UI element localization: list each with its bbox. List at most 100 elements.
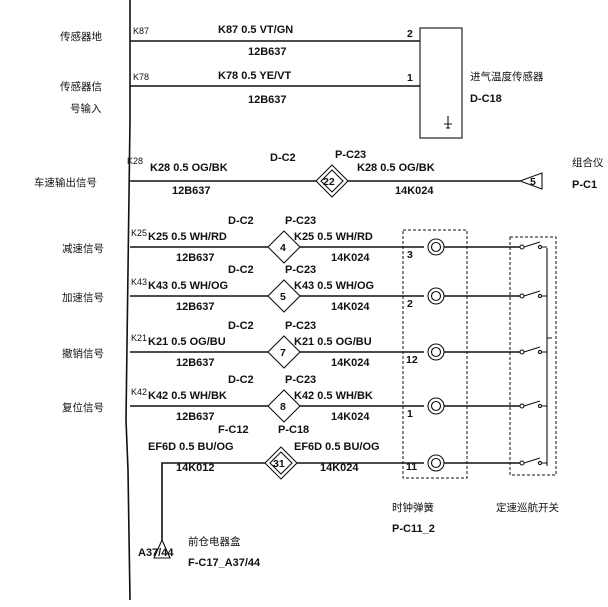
switch-row-3-inline-connector [267,389,301,423]
cruise-switch-name: 定速巡航开关 [496,501,559,514]
clock-spring-contact-1 [427,287,445,305]
vehicle-speed-row: 车速输出信号 K28 K28 0.5 OG/BK 12B637 D-C2 P-C… [34,149,604,198]
power-harness-left: 14K012 [176,462,215,474]
switch-row-1-label: 加速信号 [62,292,104,304]
switch-row-2-label: 撤销信号 [62,347,104,360]
cruise-switch-pivot-2 [537,349,543,355]
wire-spec-k28-left: K28 0.5 OG/BK [150,162,228,174]
inline-pin-31: 31 [273,458,285,470]
sensor-pin-1: 1 [407,72,413,84]
switch-row-2-harness-left: 12B637 [176,357,215,369]
power-row: F-C12 P-C18 EF6D 0.5 BU/OG EF6D 0.5 BU/O… [148,424,424,540]
cruise-switch-terminal-1 [519,293,525,299]
inline-connector-31 [264,446,298,480]
cruise-switch-terminal-0 [519,244,525,250]
thermistor-symbol [444,116,452,129]
cruise-switch-box [509,236,557,476]
switch-row-0-harness-left: 12B637 [176,252,215,264]
harness-k78: 12B637 [248,94,287,106]
intake-temp-sensor: 进气温度传感器 D-C18 [419,27,544,139]
switch-row-2-wire-spec-right: K21 0.5 OG/BU [294,336,372,348]
cluster-pin: 5 [530,176,536,188]
switch-row-1-harness-right: 14K024 [331,301,370,313]
switch-row-3-wire-spec-right: K42 0.5 WH/BK [294,390,373,402]
cruise-switch-pivot-0 [537,244,543,250]
sensor-signal-label-2: 号输入 [70,102,102,115]
switch-row-0-harness-right: 14K024 [331,252,370,264]
fuse-box-pin: A37/44 [138,547,174,559]
sensor-name: 进气温度传感器 [470,70,544,83]
harness-k28-left: 12B637 [172,185,211,197]
harness-k28-right: 14K024 [395,185,434,197]
clock-spring-name: 时钟弹簧 [392,501,434,514]
clock-spring-contact-3 [427,397,445,415]
switch-row-0-wire-id: K25 [131,228,147,238]
switch-row-0-inline-pin: 4 [280,242,286,254]
switch-row-1-inline-pin: 5 [280,291,286,303]
cruise-switch-terminal-3 [519,403,525,409]
clock-spring-box [402,229,468,479]
switch-row-3-harness-left: 12B637 [176,411,215,423]
switch-row-1-wire-spec-left: K43 0.5 WH/OG [148,280,228,292]
switch-row-0-wire-spec-right: K25 0.5 WH/RD [294,231,373,243]
switch-row-3-label: 复位信号 [62,401,104,414]
power-harness-right: 14K024 [320,462,359,474]
cruise-switch-terminal-2 [519,349,525,355]
cruise-switch-common [546,248,552,466]
cruise-switch-contact-2 [523,346,547,353]
switch-row-2-inline-pin: 7 [280,347,286,359]
switch-row-2-clock-pin: 12 [406,354,418,366]
cluster-label: 组合仪 [572,156,604,169]
sensor-code: D-C18 [470,93,502,105]
switch-row-1-wire-spec-right: K43 0.5 WH/OG [294,280,374,292]
switch-row-2-conn-right: P-C23 [285,320,316,332]
power-wire-right: EF6D 0.5 BU/OG [294,441,380,453]
switch-row-0-label: 减速信号 [62,243,104,255]
cruise-switch: 定速巡航开关 [496,236,559,514]
cruise-switch-terminal-4 [519,460,525,466]
vehicle-speed-label: 车速输出信号 [34,176,97,189]
power-conn-right: P-C18 [278,424,309,436]
wire-id-k87: K87 [133,26,149,36]
power-wire-left-path [161,462,265,540]
clock-spring-contact-inner-3 [430,400,442,412]
fuse-box-code: F-C17_A37/44 [188,557,261,569]
cruise-switch-pivot-4 [537,460,543,466]
sensor-wires: 传感器地 传感器信 号输入 K87 K78 K87 0.5 VT/GN K78 … [60,24,420,115]
clock-spring-contact-2 [427,343,445,361]
switch-row-1-conn-right: P-C23 [285,264,316,276]
clock-spring-code: P-C11_2 [392,523,435,535]
power-conn-left: F-C12 [218,424,249,436]
switch-row-3-harness-right: 14K024 [331,411,370,423]
conn-left-k28: D-C2 [270,152,296,164]
switch-row-1-inline-connector [267,279,301,313]
switch-row-0-conn-right: P-C23 [285,215,316,227]
switch-row-2-inline-connector [267,335,301,369]
switch-row-1-wire-id: K43 [131,277,147,287]
power-wire-left: EF6D 0.5 BU/OG [148,441,234,453]
clock-spring-contact-inner-4 [430,457,442,469]
cluster-connector [518,172,543,190]
wire-spec-k78: K78 0.5 YE/VT [218,70,291,82]
inline-connector-31-inner [269,451,293,475]
conn-right-k28: P-C23 [335,149,366,161]
clock-spring: 时钟弹簧 P-C11_2 [392,229,468,535]
inline-connector-22-inner [320,169,344,193]
wire-spec-k28-right: K28 0.5 OG/BK [357,162,435,174]
clock-spring-contact-inner-0 [430,241,442,253]
cruise-switch-contact-1 [523,290,547,297]
switch-row-3-conn-right: P-C23 [285,374,316,386]
cruise-switch-contact-0 [523,241,547,248]
sensor-pin-2: 2 [407,28,413,40]
cruise-switch-pivot-1 [537,293,543,299]
switch-row-2-conn-left: D-C2 [228,320,254,332]
fuse-box-name: 前仓电器盒 [188,535,241,548]
switch-row-0-inline-connector [267,230,301,264]
switch-row-3-conn-left: D-C2 [228,374,254,386]
cruise-switch-contact-3 [523,400,547,407]
switch-row-3-wire-spec-left: K42 0.5 WH/BK [148,390,227,402]
inline-connector-22 [315,164,349,198]
switch-row-0-wire-spec-left: K25 0.5 WH/RD [148,231,227,243]
